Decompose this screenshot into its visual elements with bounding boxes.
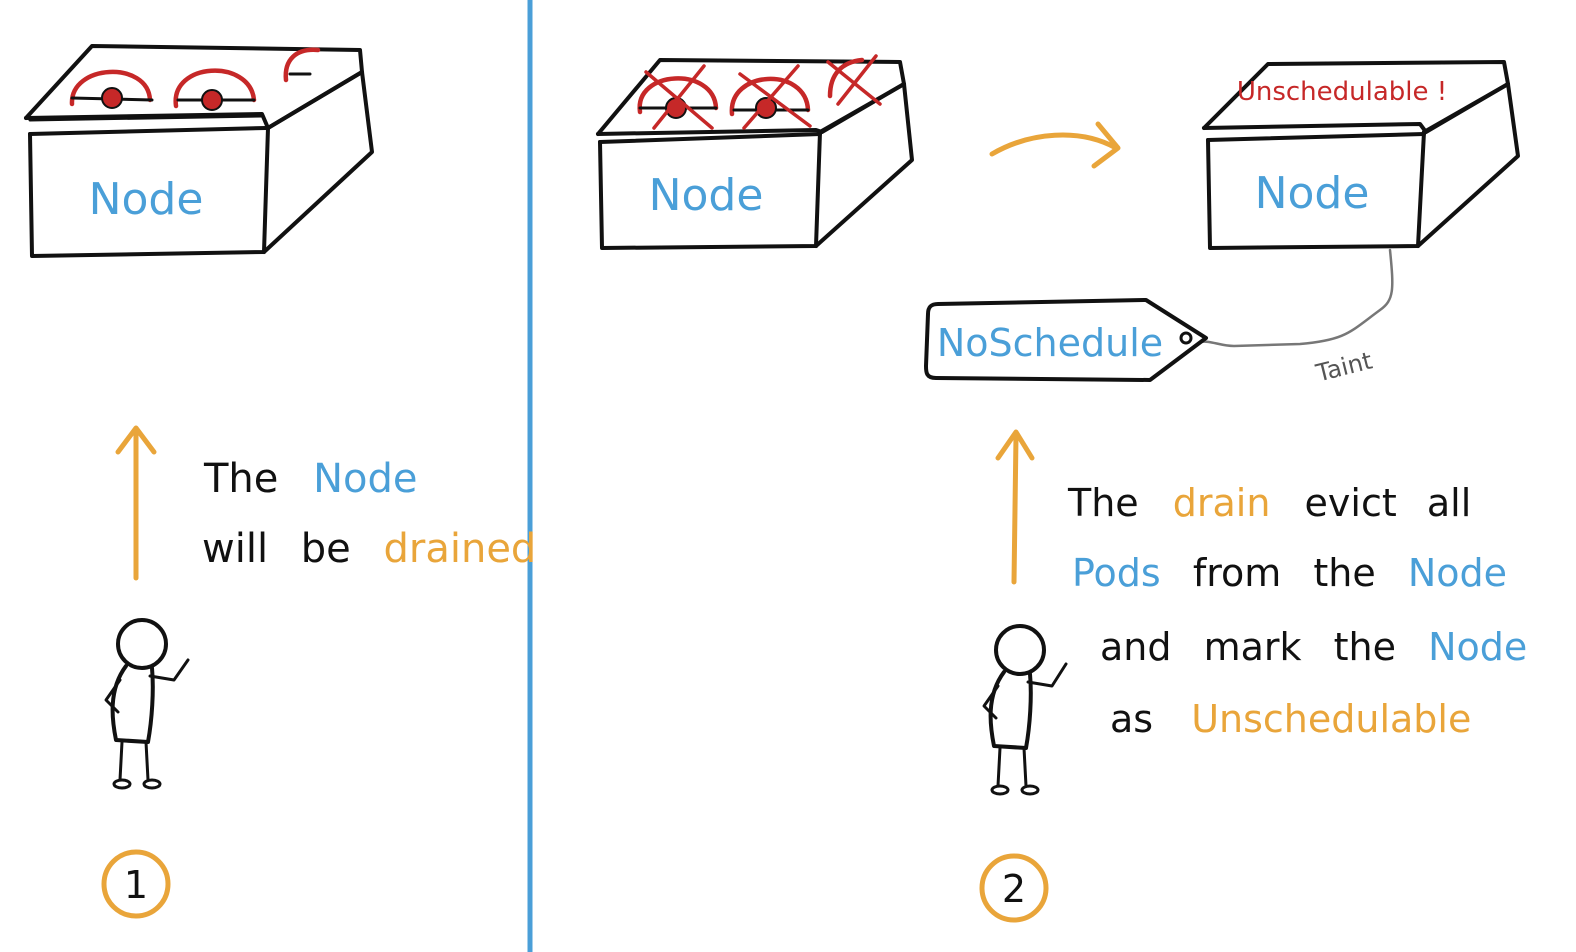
- tag-label: NoSchedule: [937, 321, 1163, 365]
- noschedule-tag: NoSchedule: [924, 298, 1208, 382]
- up-arrow-2: [995, 429, 1035, 585]
- caption-word: evict: [1305, 481, 1397, 525]
- caption-word: Node: [1428, 625, 1527, 669]
- caption-word: The: [1067, 481, 1139, 525]
- evicted-pod-3: [826, 54, 882, 106]
- caption-word: be: [301, 526, 351, 572]
- caption-word: The: [203, 456, 278, 502]
- pod-2: [173, 68, 257, 111]
- panel-2: Node Unschedulable ! Node Taint NoSchedu…: [596, 54, 1527, 923]
- step-number: 1: [124, 863, 148, 907]
- node-box-evicted-pods: Node: [596, 54, 914, 250]
- svg-text:and mark the: and mark the Node: [1100, 625, 1527, 669]
- panel-1: Node The Node will be drained: [24, 44, 536, 919]
- node-box-unschedulable: Unschedulable ! Node: [1202, 60, 1520, 250]
- up-arrow: [115, 425, 157, 581]
- node-label-after: Node: [1255, 168, 1370, 219]
- node-box-with-pods: Node: [24, 44, 374, 258]
- caption-word: the: [1334, 625, 1396, 669]
- node-label: Node: [89, 174, 204, 225]
- person-figure: [104, 618, 190, 790]
- caption-word: drained: [384, 526, 537, 572]
- svg-text:will be draine: will be drained: [202, 526, 536, 572]
- node-label-before: Node: [649, 170, 764, 221]
- caption-word: as: [1110, 697, 1153, 741]
- caption-panel-1: The Node will be drained: [202, 456, 536, 572]
- taint-string: [1198, 248, 1394, 348]
- caption-word: the: [1313, 551, 1375, 595]
- unschedulable-flag: Unschedulable !: [1237, 77, 1447, 107]
- caption-word: drain: [1173, 481, 1271, 525]
- caption-word: all: [1427, 481, 1471, 525]
- caption-word: will: [202, 526, 268, 572]
- caption-word: Unschedulable: [1191, 697, 1471, 741]
- person-figure-2: [982, 624, 1068, 796]
- caption-word: Pods: [1072, 551, 1161, 595]
- pod-3-partial: [283, 47, 321, 83]
- taint-label: Taint: [1312, 347, 1375, 388]
- evicted-pod-2: [729, 64, 812, 130]
- caption-word: mark: [1204, 625, 1302, 669]
- svg-text:The Node: The Node: [203, 456, 418, 502]
- evicted-pod-1: [637, 64, 719, 130]
- pod-1: [69, 69, 154, 109]
- step-number: 2: [1002, 867, 1026, 911]
- caption-panel-2: The drain evict all Pods from the Node a…: [1067, 481, 1527, 741]
- svg-text:The drain evic: The drain evict all: [1067, 481, 1471, 525]
- caption-word: Node: [313, 456, 417, 502]
- step-badge-2: 2: [979, 853, 1049, 923]
- step-badge-1: 1: [101, 849, 171, 919]
- svg-text:as Unschedulable: as Unschedulable: [1110, 697, 1471, 741]
- caption-word: from: [1193, 551, 1281, 595]
- svg-text:Pods from the: Pods from the Node: [1072, 551, 1507, 595]
- caption-word: and: [1100, 625, 1172, 669]
- transition-arrow: [989, 121, 1121, 169]
- caption-word: Node: [1408, 551, 1507, 595]
